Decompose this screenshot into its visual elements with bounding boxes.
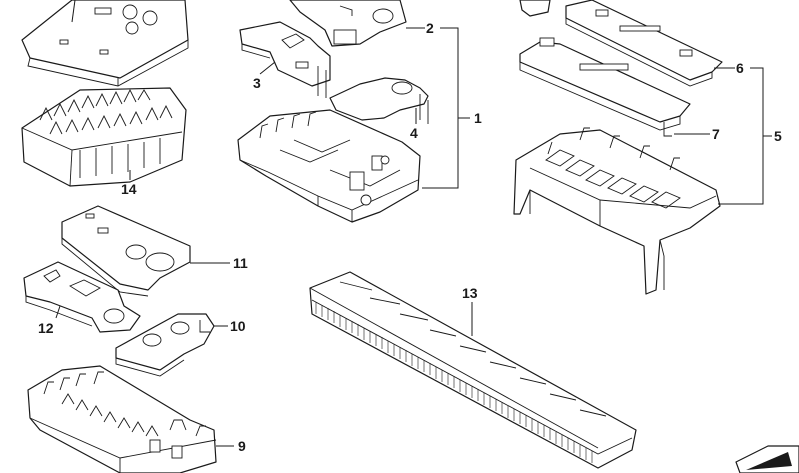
callout-9: 9 <box>238 438 246 454</box>
callout-5: 5 <box>774 128 782 144</box>
callout-11: 11 <box>233 255 248 271</box>
part-14-cover <box>21 0 189 87</box>
callout-7: 7 <box>712 126 720 142</box>
part-9-fuse-block <box>27 365 217 473</box>
leader-top-left <box>71 0 76 23</box>
callout-4: 4 <box>410 125 418 141</box>
callout-12: 12 <box>38 320 54 336</box>
callout-2: 2 <box>426 20 434 36</box>
part-6-cover <box>519 0 723 87</box>
callout-6: 6 <box>736 60 744 76</box>
part-4-cover <box>329 77 429 124</box>
leader-bracket-1 <box>422 27 459 189</box>
part-7-cover <box>519 37 691 137</box>
callout-1: 1 <box>474 110 482 126</box>
part-5-frame <box>513 127 721 295</box>
part-14-fuse-block <box>21 87 187 187</box>
part-12-cover <box>23 261 141 333</box>
callout-3: 3 <box>253 75 261 91</box>
callout-14: 14 <box>121 181 137 197</box>
callout-10: 10 <box>230 318 246 334</box>
leader-3 <box>259 61 276 75</box>
part-13-connector-strip <box>309 271 637 469</box>
callout-13: 13 <box>462 285 478 301</box>
part-2-cover <box>289 0 407 47</box>
leader-bracket-5 <box>718 67 764 205</box>
leader-12 <box>55 305 61 319</box>
part-10-cover <box>115 313 215 377</box>
part-11-cover <box>61 205 191 297</box>
part-3-cover <box>239 21 331 98</box>
corner-arrow-icon <box>735 445 799 473</box>
part-1-base <box>237 109 421 223</box>
